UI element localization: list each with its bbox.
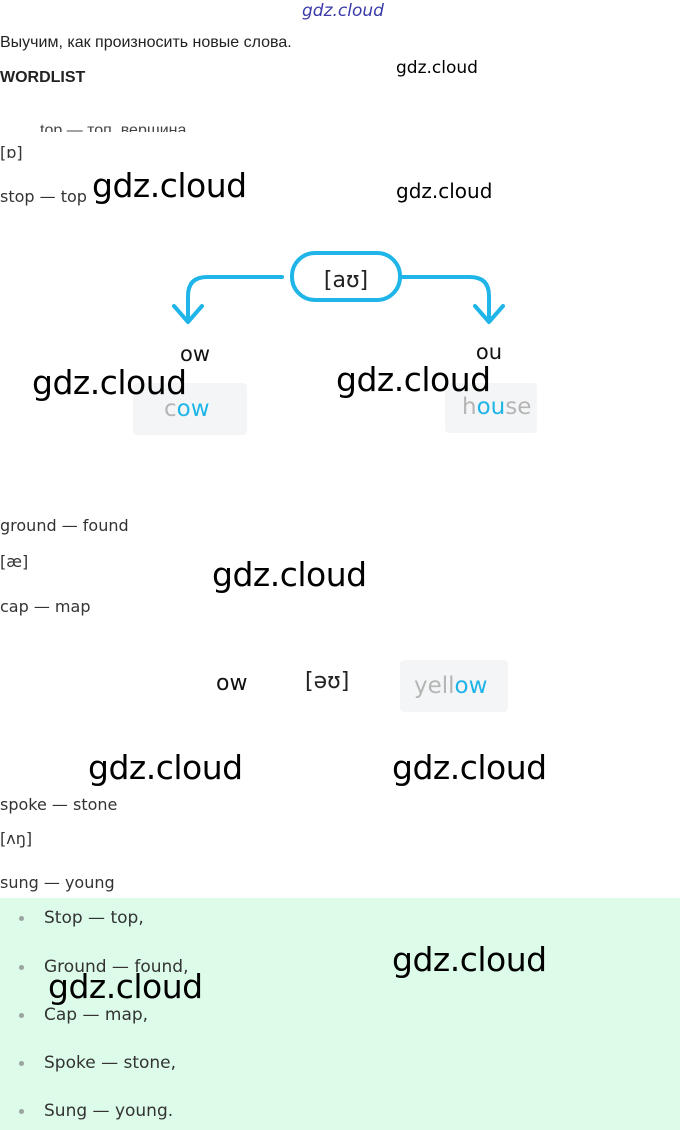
word-pair: spoke — stone bbox=[0, 795, 118, 814]
sound-spelling-diagram: [aʊ] ow ou bbox=[172, 251, 505, 366]
watermark: gdz.cloud bbox=[396, 58, 478, 78]
word-pair: stop — top bbox=[0, 187, 87, 206]
ipa-bubble bbox=[290, 251, 402, 302]
answer-item: Spoke — stone, bbox=[19, 1053, 176, 1073]
left-arrow-line bbox=[186, 275, 284, 320]
left-arrow-head bbox=[172, 304, 204, 324]
word-pair: ground — found bbox=[0, 516, 129, 535]
phonetic-symbol: [ʌŋ] bbox=[0, 829, 33, 848]
cut-off-line: top — топ, вершина bbox=[40, 122, 187, 132]
ipa-label: [aʊ] bbox=[324, 268, 368, 293]
bullet-icon bbox=[19, 1013, 24, 1018]
right-arrow-line bbox=[400, 275, 491, 320]
watermark: gdz.cloud bbox=[32, 363, 187, 402]
answer-block: Stop — top, Ground — found, Cap — map, S… bbox=[0, 898, 680, 1130]
watermark: gdz.cloud bbox=[392, 940, 547, 979]
bullet-icon bbox=[19, 1109, 24, 1114]
phonetic-symbol: [ɒ] bbox=[0, 143, 23, 162]
answer-item: Sung — young. bbox=[19, 1101, 173, 1121]
spelling-right: ou bbox=[476, 340, 502, 364]
watermark: gdz.cloud bbox=[396, 179, 493, 203]
spelling-left: ow bbox=[180, 342, 210, 366]
word-pair: cap — map bbox=[0, 597, 91, 616]
watermark: gdz.cloud bbox=[336, 360, 491, 399]
watermark: gdz.cloud bbox=[88, 748, 243, 787]
right-arrow-head bbox=[473, 304, 505, 324]
answer-item: Stop — top, bbox=[19, 908, 144, 928]
example-card-house: house bbox=[445, 383, 537, 433]
phonetic-symbol: [æ] bbox=[0, 552, 29, 571]
bullet-icon bbox=[19, 1061, 24, 1066]
watermark-top: gdz.cloud bbox=[302, 1, 384, 21]
watermark: gdz.cloud bbox=[212, 555, 367, 594]
word-pair: sung — young bbox=[0, 873, 115, 892]
example-word: yellow bbox=[414, 673, 488, 699]
intro-text: Выучим, как произносить новые слова. bbox=[0, 34, 292, 51]
bullet-icon bbox=[19, 916, 24, 921]
answer-item: Cap — map, bbox=[19, 1005, 148, 1025]
watermark: gdz.cloud bbox=[392, 748, 547, 787]
spelling-ow: ow bbox=[216, 671, 248, 696]
watermark: gdz.cloud bbox=[48, 967, 203, 1006]
wordlist-heading: WORDLIST bbox=[0, 69, 86, 86]
example-word: cow bbox=[164, 396, 210, 422]
bullet-icon bbox=[19, 965, 24, 970]
watermark: gdz.cloud bbox=[92, 166, 247, 205]
example-card-yellow: yellow bbox=[400, 660, 508, 712]
ipa-label: [əʊ] bbox=[305, 669, 350, 694]
answer-item: Ground — found, bbox=[19, 957, 188, 977]
example-card-cow: cow bbox=[133, 383, 247, 435]
example-word: house bbox=[462, 394, 532, 420]
